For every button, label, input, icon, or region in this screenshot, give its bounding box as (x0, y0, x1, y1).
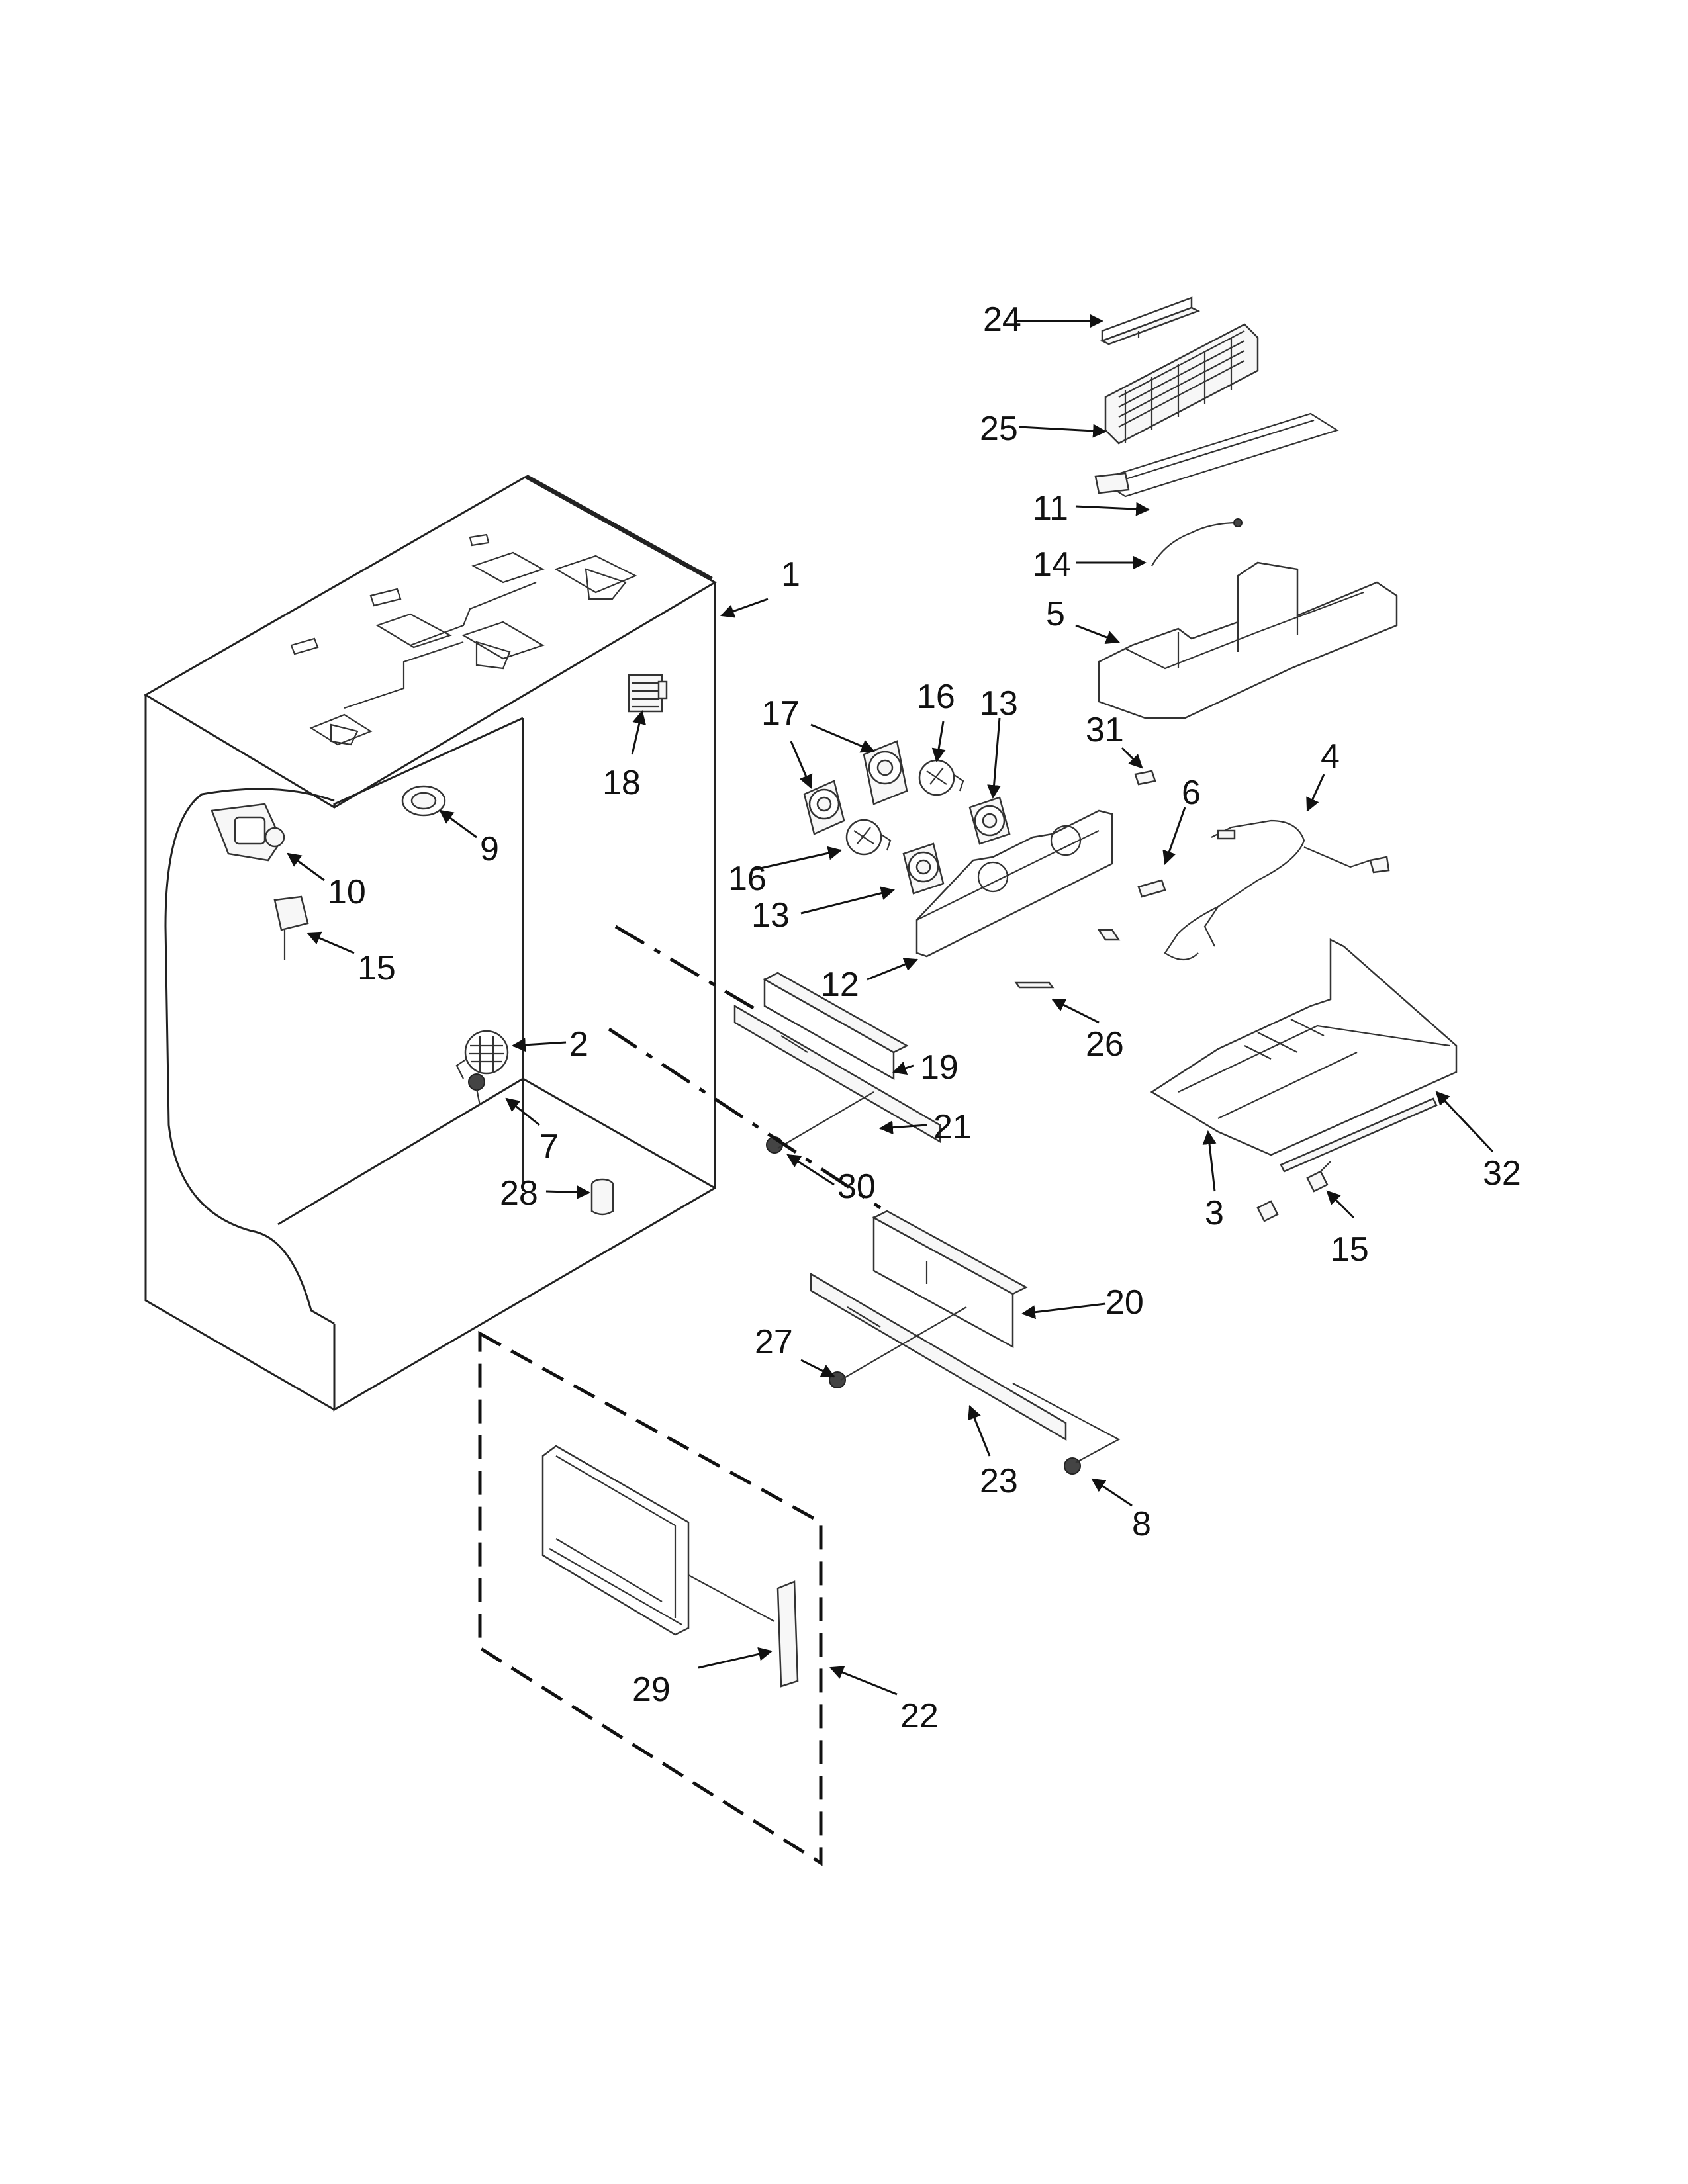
part-16-fan-motor-a (918, 759, 964, 796)
label-9: 9 (480, 830, 499, 868)
cabinet-liner (144, 474, 718, 1412)
label-20: 20 (1105, 1283, 1144, 1322)
part-13-fan-blade-a (968, 796, 1011, 845)
label-6: 6 (1182, 774, 1201, 812)
callout-arrows (287, 314, 1494, 1696)
part-21-rail (733, 1004, 941, 1144)
label-4: 4 (1321, 737, 1340, 776)
part-25-evaporator (1104, 323, 1259, 445)
part-6-connector (1137, 879, 1166, 898)
part-19-rail-cover (763, 972, 909, 1081)
part-17-fan-bracket-b (863, 740, 908, 805)
part-24-cover (1100, 296, 1201, 345)
label-21: 21 (933, 1108, 972, 1146)
label-15b: 15 (1331, 1230, 1369, 1269)
part-15-sensor-right-b (1306, 1161, 1331, 1193)
part-32-drawer-cover (1150, 938, 1458, 1173)
label-11: 11 (1033, 489, 1068, 527)
callout-labels: 1 2 3 4 5 6 7 8 9 10 11 12 13 13 14 15 1… (328, 300, 1521, 1735)
part-5-evaporator-housing (1098, 561, 1398, 719)
label-5: 5 (1046, 595, 1065, 633)
part-15-sensor-left (273, 895, 309, 960)
part-10-damper (211, 803, 285, 862)
label-31: 31 (1086, 711, 1124, 749)
label-8: 8 (1132, 1505, 1151, 1543)
label-15a: 15 (357, 949, 396, 987)
alignment-lines (608, 925, 882, 1210)
label-29: 29 (632, 1670, 671, 1709)
part-17-fan-bracket-a (803, 780, 845, 835)
part-14-wire (1151, 518, 1243, 567)
label-14: 14 (1033, 545, 1071, 584)
label-32: 32 (1483, 1154, 1521, 1193)
part-15-sensor-right-a (1256, 1200, 1279, 1222)
part-7-screw (468, 1073, 485, 1106)
label-24: 24 (983, 300, 1021, 339)
part-12-fan-shroud (915, 809, 1113, 958)
part-26-strips (1014, 929, 1121, 989)
label-2: 2 (569, 1025, 588, 1064)
part-16-fan-motor-b (845, 819, 892, 856)
label-19: 19 (920, 1048, 959, 1087)
label-1: 1 (781, 555, 800, 594)
label-13b: 13 (751, 896, 790, 934)
label-10: 10 (328, 873, 366, 911)
label-16b: 16 (728, 860, 767, 898)
part-13-fan-blade-b (902, 842, 945, 895)
part-31-clip (1134, 770, 1156, 786)
label-12: 12 (821, 966, 859, 1004)
part-4-wire-harness (1164, 819, 1390, 961)
label-22: 22 (900, 1697, 939, 1735)
part-29-divider (776, 1580, 799, 1688)
label-25: 25 (980, 410, 1018, 448)
label-7: 7 (539, 1128, 559, 1166)
part-11-heater (1094, 412, 1339, 498)
part-27-screw (829, 1306, 967, 1388)
part-22-drawer-assembly (478, 1330, 823, 1866)
label-3: 3 (1205, 1194, 1224, 1232)
label-17: 17 (761, 694, 800, 733)
part-18-grille (628, 674, 668, 713)
part-20-rail-cover-lower (872, 1210, 1028, 1349)
label-13a: 13 (980, 684, 1018, 723)
label-18: 18 (602, 764, 641, 802)
label-30: 30 (837, 1167, 876, 1206)
label-27: 27 (755, 1323, 793, 1361)
part-9-light (401, 785, 446, 817)
label-26: 26 (1086, 1025, 1124, 1064)
part-2-fan-cover (455, 1030, 509, 1079)
part-23-rail-lower (810, 1272, 1067, 1441)
part-8-screw (1012, 1383, 1121, 1475)
label-16a: 16 (917, 678, 955, 716)
label-23: 23 (980, 1462, 1018, 1500)
part-28-cap (590, 1178, 614, 1216)
label-28: 28 (500, 1174, 538, 1212)
